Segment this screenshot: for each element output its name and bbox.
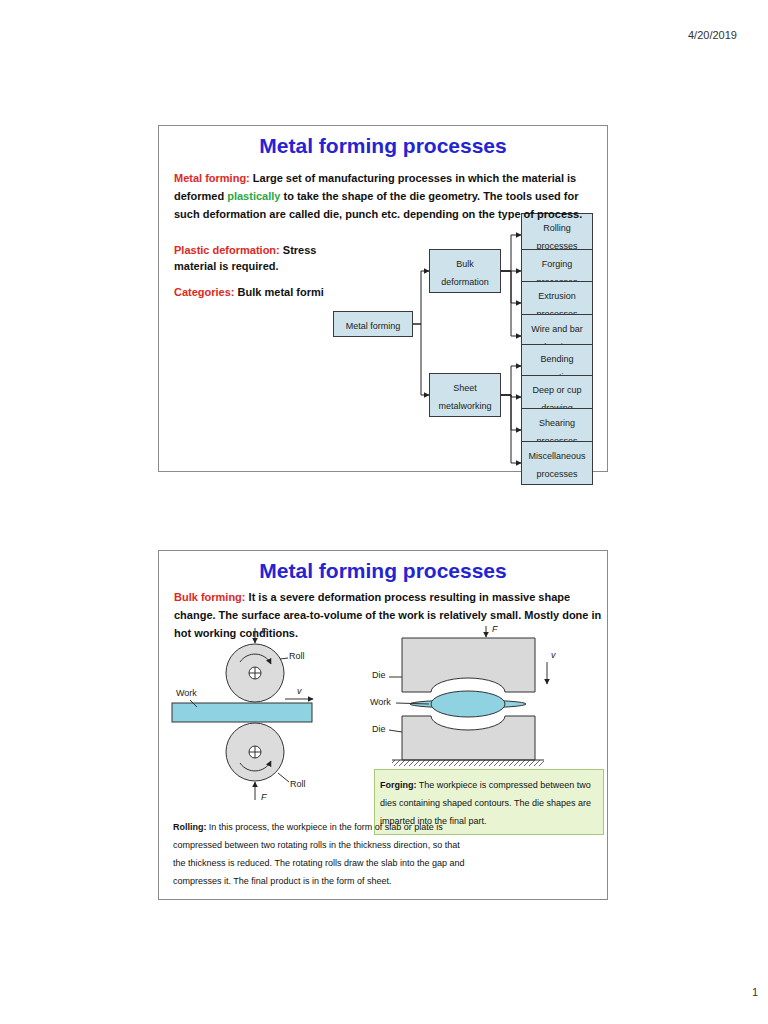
text-run: material is required. [174, 260, 279, 272]
part-label: Die [372, 724, 386, 735]
text-group: Metal forming [346, 315, 401, 333]
force-label: F [492, 624, 498, 635]
part-label: Die [372, 670, 386, 681]
text-group: Plastic deformation:Stress [174, 240, 374, 258]
forging-figure [389, 626, 547, 766]
text-run: Metal forming [346, 321, 401, 331]
tree-connector [501, 395, 521, 463]
text-run: Bulk deformation [441, 259, 489, 287]
part-label: Work [176, 688, 197, 699]
base-hatch [392, 760, 544, 766]
text-run: Miscellaneous processes [528, 451, 585, 479]
force-arrow [255, 782, 256, 800]
process-box: Bulk deformation [429, 249, 501, 293]
force-label: F [261, 626, 267, 637]
slide-title: Metal forming processes [159, 559, 607, 583]
text-group: Metal forming:Large set of manufacturing… [174, 168, 599, 222]
upper-die [402, 638, 535, 692]
velocity-arrow [547, 662, 548, 684]
text-group: Categories:Bulk metal formi [174, 282, 374, 300]
text-run: plastically [227, 190, 280, 202]
rotation-arrow [240, 654, 271, 664]
rotation-arrow [240, 761, 271, 771]
text-group: Rolling:In this process, the workpiece i… [173, 816, 473, 888]
process-box: Miscellaneous processes [521, 441, 593, 485]
leader-line [278, 773, 289, 782]
page-date: 4/20/2019 [688, 30, 737, 41]
text-run: Plastic deformation: [174, 244, 280, 256]
text-group: Miscellaneous processes [525, 445, 589, 481]
slide-panel: Metal forming Bulk deformation Rolling pro… [158, 125, 608, 472]
text-run: Forging: [380, 780, 417, 790]
text-run: Rolling: [173, 822, 207, 832]
process-box: Sheet metalworking [429, 373, 501, 417]
leader-line [190, 700, 197, 707]
text-group: Sheet metalworking [433, 377, 497, 413]
text-run: Sheet metalworking [438, 383, 491, 411]
text-run: Stress [283, 244, 317, 256]
text-run: Categories: [174, 286, 235, 298]
text-run: Metal forming: [174, 172, 250, 184]
text-run: Bulk metal formi [238, 286, 324, 298]
text-group: Metal forming processes [159, 559, 607, 583]
force-label: F [261, 792, 267, 803]
rolling-figure [172, 628, 313, 800]
tree-connector [501, 271, 521, 336]
text-group: Bulk deformation [433, 253, 497, 289]
work-strip [172, 703, 312, 722]
part-label: Work [370, 697, 391, 708]
tree-connector [501, 366, 521, 395]
velocity-label: v [551, 650, 556, 661]
force-arrow [486, 626, 487, 637]
velocity-arrow [285, 699, 313, 700]
text-group: Metal forming processes [159, 134, 607, 158]
leader-line [280, 658, 288, 659]
text-group: material is required. [174, 256, 374, 274]
text-group: Bulk forming:It is a severe deformation … [174, 587, 604, 641]
tree-connector [501, 235, 521, 271]
tree-connector [413, 324, 429, 395]
text-group: Forging:The workpiece is compressed betw… [380, 774, 598, 828]
text-run: Bulk forming: [174, 591, 246, 603]
work-blob [431, 691, 505, 717]
tree-connector [413, 271, 429, 324]
text-group: Rolling processes [525, 217, 589, 253]
velocity-label: v [297, 686, 302, 697]
part-label: Roll [289, 651, 305, 662]
text-run: In this process, the workpiece in the fo… [173, 822, 465, 886]
leader-line [389, 730, 402, 732]
text-run: Rolling processes [536, 223, 577, 251]
lower-die [402, 716, 535, 760]
process-box: Metal forming [333, 311, 413, 337]
leader-line [389, 677, 402, 678]
slide-title: Metal forming processes [159, 134, 607, 158]
page-number: 1 [752, 987, 758, 998]
part-label: Roll [290, 779, 306, 790]
leader-line [396, 703, 429, 704]
